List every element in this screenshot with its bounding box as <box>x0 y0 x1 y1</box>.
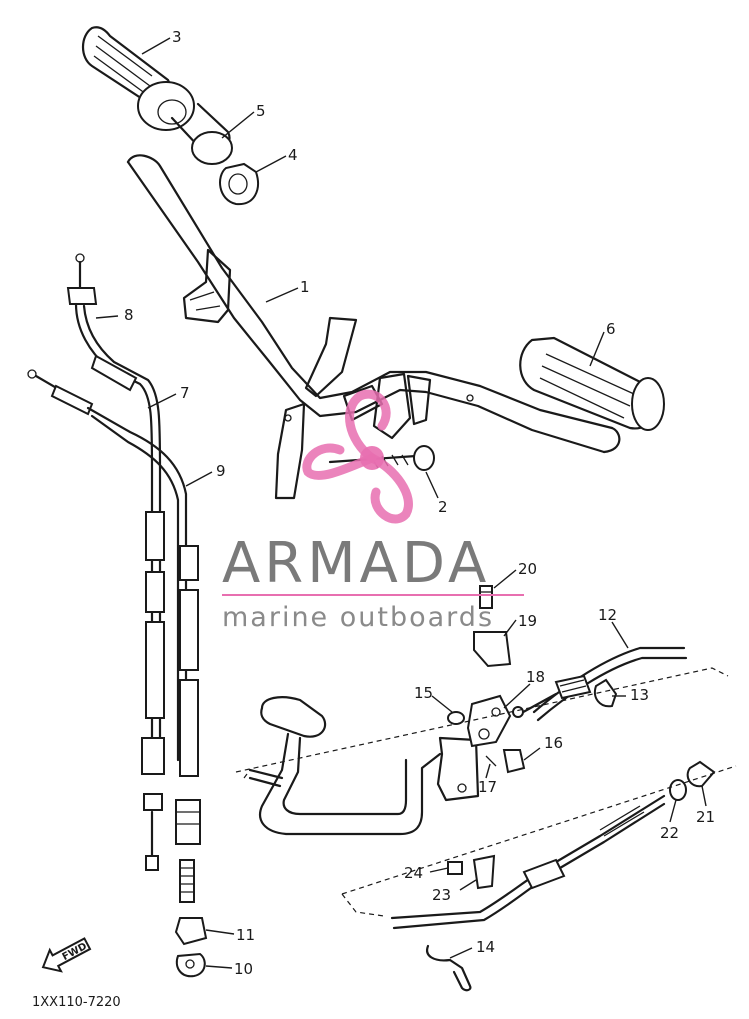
bracket-23 <box>472 854 496 890</box>
callout-4: 4 <box>288 146 298 164</box>
watermark-title: ARMADA <box>222 531 490 596</box>
pin-16 <box>502 749 526 774</box>
cable-nut-11 <box>174 917 208 946</box>
left-grip <box>81 26 195 131</box>
brake-pedal <box>248 696 480 836</box>
callout-10: 10 <box>234 960 253 978</box>
bolt-20 <box>479 585 493 609</box>
cable-guide <box>219 162 259 206</box>
callout-16: 16 <box>544 734 563 752</box>
bushing-22 <box>669 779 687 801</box>
throttle-grip-pipe <box>170 102 233 165</box>
forward-arrow-icon: FWD <box>41 937 92 973</box>
callout-19: 19 <box>518 612 537 630</box>
callout-3: 3 <box>172 28 182 46</box>
watermark-subtitle: marine outboards <box>222 602 494 633</box>
callout-14: 14 <box>476 938 495 956</box>
callout-7: 7 <box>180 384 190 402</box>
nut-15 <box>447 711 465 725</box>
callout-8: 8 <box>124 306 134 324</box>
leader-lines <box>95 37 707 969</box>
throttle-cable <box>66 253 165 871</box>
callout-11: 11 <box>236 926 255 944</box>
callout-23: 23 <box>432 886 451 904</box>
cotter-pin-17 <box>485 755 497 767</box>
callout-5: 5 <box>256 102 266 120</box>
handlebar <box>126 154 621 500</box>
callout-labels: 3 5 4 1 6 8 7 9 2 11 10 12 13 14 15 16 1… <box>124 28 715 978</box>
callout-12: 12 <box>598 606 617 624</box>
callout-9: 9 <box>216 462 226 480</box>
assembly-outline <box>235 667 737 917</box>
callout-21: 21 <box>696 808 715 826</box>
callout-2: 2 <box>438 498 448 516</box>
callout-24: 24 <box>404 864 423 882</box>
right-grip <box>519 336 665 431</box>
callout-15: 15 <box>414 684 433 702</box>
callout-20: 20 <box>518 560 537 578</box>
spring-clip-14 <box>426 944 472 992</box>
callout-18: 18 <box>526 668 545 686</box>
armada-logo-icon <box>302 389 413 524</box>
brake-cable <box>512 646 688 722</box>
callout-1: 1 <box>300 278 310 296</box>
callout-13: 13 <box>630 686 649 704</box>
bracket-19 <box>473 631 512 668</box>
cable-adjuster-10 <box>175 952 206 978</box>
callout-22: 22 <box>660 824 679 842</box>
callout-6: 6 <box>606 320 616 338</box>
callout-17: 17 <box>478 778 497 796</box>
diagram-code: 1XX110-7220 <box>32 995 121 1010</box>
screw-24 <box>447 861 463 875</box>
rear-cable <box>390 794 666 930</box>
brake-lever-holder <box>466 694 512 748</box>
throttle-cable-return <box>27 369 201 903</box>
